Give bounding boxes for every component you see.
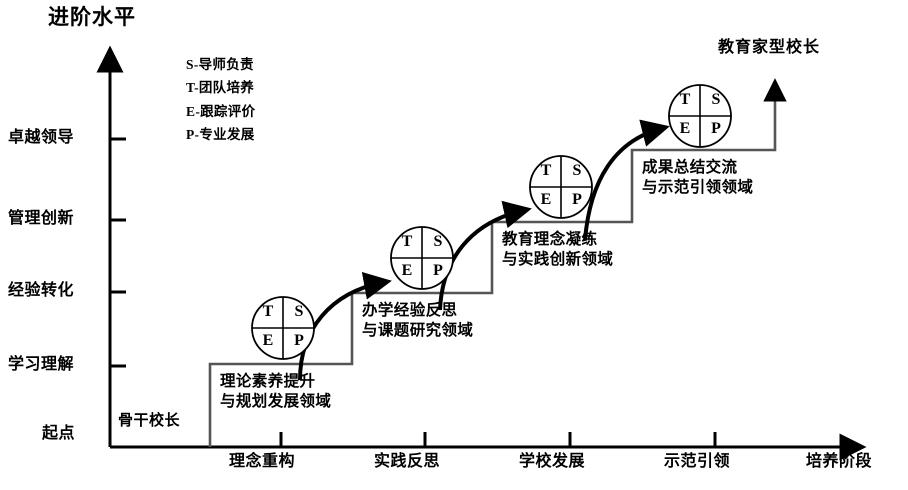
- progress-arrow-3: [583, 119, 670, 241]
- domain-label-step-4-line2: 与示范引领领域: [642, 178, 754, 196]
- legend-item-p: P-专业发展: [186, 126, 255, 143]
- node-circle-2: [390, 226, 454, 290]
- progress-arrow-1: [298, 271, 392, 381]
- y-tick-label-management-innovation: 管理创新: [8, 210, 75, 227]
- node-circle-3: [529, 155, 593, 219]
- node-2-letter-e: E: [401, 262, 413, 279]
- node-circle-1: [251, 296, 315, 360]
- node-circle-4: [668, 84, 732, 148]
- legend-sep-t: -: [194, 80, 199, 96]
- legend-label-p: 专业发展: [199, 126, 255, 142]
- x-tick-label-practice-reflection: 实践反思: [374, 453, 441, 470]
- legend-sep-e: -: [195, 103, 201, 119]
- domain-label-step-4: 成果总结交流 与示范引领领域: [642, 158, 753, 198]
- goal-label-educator-principal: 教育家型校长: [718, 39, 821, 56]
- legend-key-s: S: [186, 57, 194, 72]
- domain-label-step-2-line2: 与课题研究领域: [362, 321, 474, 339]
- node-3-letter-t: T: [540, 162, 552, 179]
- x-axis-title: 培养阶段: [806, 453, 873, 470]
- y-tick-label-experience-transformation: 经验转化: [8, 282, 75, 299]
- node-4-letter-p: P: [711, 120, 721, 137]
- domain-label-step-1-line1: 理论素养提升: [220, 373, 316, 390]
- node-3-letter-s: S: [572, 162, 582, 179]
- start-label-backbone-principal: 骨干校长: [118, 413, 181, 429]
- legend-key-p: P: [186, 126, 195, 142]
- domain-label-step-3-line1: 教育理念凝练: [502, 231, 598, 248]
- y-axis-title: 进阶水平: [48, 5, 136, 29]
- node-1-letter-e: E: [262, 332, 274, 349]
- node-2-letter-p: P: [433, 262, 443, 279]
- x-tick-label-school-development: 学校发展: [519, 453, 586, 470]
- node-3-letter-e: E: [540, 191, 552, 208]
- node-4-letter-e: E: [679, 120, 691, 137]
- staircase-path: [208, 78, 787, 447]
- node-1-letter-s: S: [294, 303, 304, 320]
- progress-arrow-2: [438, 200, 532, 311]
- y-tick-label-learning-understanding: 学习理解: [8, 356, 75, 373]
- y-tick-label-start-point: 起点: [42, 425, 76, 442]
- node-2-letter-s: S: [433, 233, 443, 250]
- node-1-letter-p: P: [294, 332, 304, 349]
- domain-label-step-1-line2: 与规划发展领域: [220, 392, 332, 410]
- domain-label-step-2-line1: 办学经验反思: [362, 302, 458, 319]
- legend-item-s: S-导师负责: [186, 56, 255, 73]
- x-tick-label-demonstration-leading: 示范引领: [664, 453, 731, 470]
- node-3-letter-p: P: [572, 191, 582, 208]
- node-4-letter-t: T: [679, 91, 691, 108]
- legend-block: S-导师负责 T-团队培养 E-跟踪评价 P-专业发展: [186, 56, 255, 142]
- x-tick-label-concept-reconstruction: 理念重构: [229, 453, 296, 470]
- node-4-letter-s: S: [711, 91, 721, 108]
- domain-label-step-2: 办学经验反思 与课题研究领域: [362, 301, 473, 341]
- legend-item-e: E-跟踪评价: [186, 103, 255, 120]
- legend-label-e: 跟踪评价: [200, 103, 256, 119]
- legend-label-s: 导师负责: [198, 57, 254, 72]
- legend-key-t: T: [186, 80, 195, 96]
- legend-sep-s: -: [193, 57, 199, 72]
- node-1-letter-t: T: [262, 303, 274, 320]
- legend-sep-p: -: [194, 126, 200, 142]
- domain-label-step-1: 理论素养提升 与规划发展领域: [220, 372, 331, 412]
- y-tick-label-excellent-leadership: 卓越领导: [8, 129, 75, 146]
- domain-label-step-4-line1: 成果总结交流: [642, 159, 738, 176]
- legend-label-t: 团队培养: [198, 80, 255, 96]
- legend-item-t: T-团队培养: [186, 79, 255, 96]
- domain-label-step-3-line2: 与实践创新领域: [502, 250, 614, 268]
- domain-label-step-3: 教育理念凝练 与实践创新领域: [502, 230, 613, 270]
- node-2-letter-t: T: [401, 233, 413, 250]
- legend-key-e: E: [186, 103, 196, 119]
